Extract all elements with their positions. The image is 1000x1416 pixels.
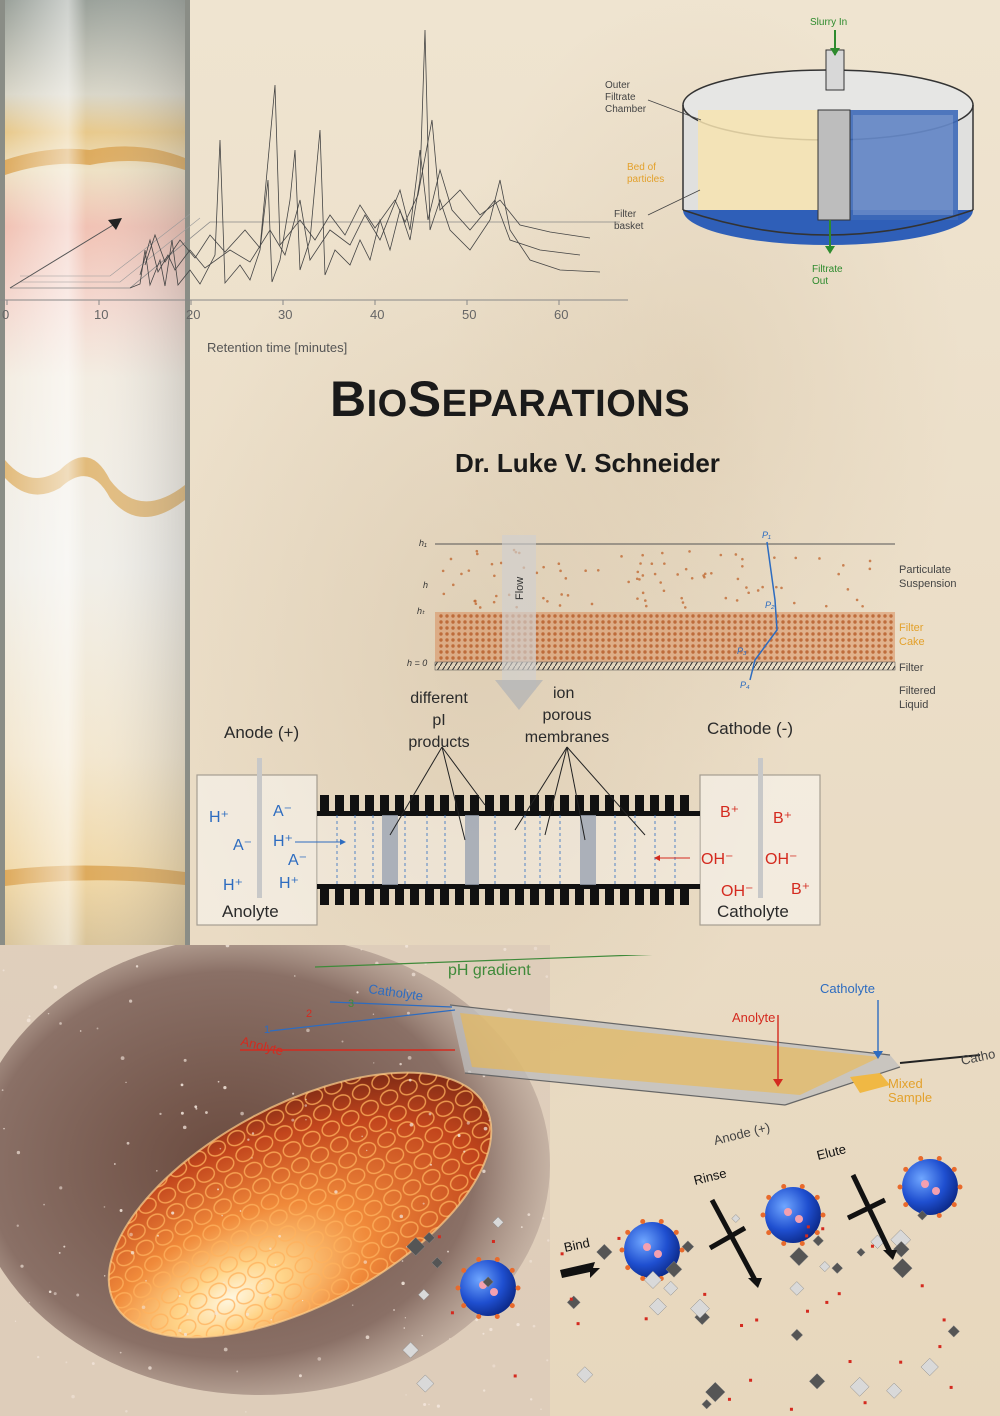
affinity-bead bbox=[624, 1222, 680, 1278]
affinity-bead bbox=[765, 1187, 821, 1243]
filter-basket-line2: basket bbox=[614, 221, 644, 232]
anolyte-left-label: Anolyte bbox=[240, 1033, 285, 1058]
pressure-curve bbox=[749, 541, 778, 681]
filtrate-arrow-icon bbox=[825, 246, 835, 254]
filter-layer bbox=[434, 661, 896, 671]
catholyte-inlet-icon bbox=[873, 1051, 883, 1059]
cathode-ion-2: B⁺ bbox=[773, 810, 792, 827]
chromatogram-tick-label: 60 bbox=[554, 307, 568, 322]
filtration-diagram: Flow h₁ h hₜ h = 0 P₁ P₂ P₃ P₄ Particula… bbox=[407, 530, 957, 711]
filtered-liquid-line2: Liquid bbox=[899, 699, 928, 711]
filter-basket-line1: Filter bbox=[614, 209, 637, 220]
outer-filtrate-line3: Chamber bbox=[605, 104, 647, 115]
rinse-arrow-icon bbox=[748, 1278, 762, 1288]
h0-label: h = 0 bbox=[407, 658, 427, 668]
bind-arrow-icon bbox=[560, 1262, 600, 1278]
h-label: h bbox=[423, 580, 428, 590]
affinity-capture-diagram: Bind Rinse Elute bbox=[402, 1141, 963, 1411]
cathode-ion-6: B⁺ bbox=[791, 881, 810, 898]
cathode-ion-1: B⁺ bbox=[720, 804, 739, 821]
elute-arrow-icon bbox=[883, 1250, 897, 1260]
suspension-line2: Suspension bbox=[899, 578, 957, 590]
h1-label: h₁ bbox=[419, 538, 427, 548]
bed-of-particles-line2: particles bbox=[627, 174, 664, 185]
catholyte-left-label: Catholyte bbox=[368, 981, 424, 1003]
pi-band-1 bbox=[382, 815, 398, 885]
anode-ion-3: A⁻ bbox=[233, 837, 252, 854]
elute-label: Elute bbox=[815, 1141, 847, 1163]
outlet-3-label: 3 bbox=[348, 998, 354, 1010]
anode-ion-7: H⁺ bbox=[279, 875, 299, 892]
cathode-label: Cathode (-) bbox=[707, 719, 793, 738]
cathode-ion-4: OH⁻ bbox=[765, 851, 797, 868]
anode-ion-6: H⁺ bbox=[223, 877, 243, 894]
filter-label: Filter bbox=[899, 662, 924, 674]
outlet-2-label: 2 bbox=[306, 1008, 312, 1020]
catholyte-right-label: Catholyte bbox=[820, 981, 875, 996]
p2-label: P₂ bbox=[765, 600, 775, 610]
mixed-sample-line2: Sample bbox=[888, 1090, 932, 1105]
anode-ion-5: A⁻ bbox=[288, 852, 307, 869]
mixed-sample-line1: Mixed bbox=[888, 1076, 923, 1091]
chromatogram-chart: 0 10 20 30 40 50 60 Retention time [minutes] bbox=[0, 29, 628, 355]
anolyte-inlet-icon bbox=[773, 1079, 783, 1087]
affinity-bead bbox=[902, 1159, 958, 1215]
isoelectric-cell-diagram: H⁺ A⁻ A⁻ H⁺ A⁻ H⁺ H⁺ B⁺ B⁺ OH⁻ OH⁻ OH⁻ B… bbox=[196, 746, 821, 926]
flow-label: Flow bbox=[514, 577, 526, 600]
anolyte-top-label: Anolyte bbox=[732, 1010, 775, 1025]
chromatogram-tick-label: 30 bbox=[278, 307, 292, 322]
catholyte-label: Catholyte bbox=[717, 902, 789, 921]
filtrate-out-line1: Filtrate bbox=[812, 264, 843, 275]
chromatogram-tick-label: 20 bbox=[186, 307, 200, 322]
chromatogram-tick-label: 0 bbox=[2, 307, 9, 322]
filtered-liquid-line1: Filtered bbox=[899, 685, 936, 697]
p1-label: P₁ bbox=[762, 530, 771, 540]
outer-filtrate-line2: Filtrate bbox=[605, 92, 636, 103]
pi-band-2 bbox=[465, 815, 479, 885]
chromatogram-tick-label: 10 bbox=[94, 307, 108, 322]
anode-electrode bbox=[257, 758, 262, 898]
cake-line1: Filter bbox=[899, 622, 924, 634]
mixed-sample-arrow-icon bbox=[850, 1073, 890, 1093]
outlet-1-label: 1 bbox=[264, 1024, 270, 1036]
filtrate-out-line2: Out bbox=[812, 276, 828, 287]
cake-line2: Cake bbox=[899, 636, 925, 648]
book-author: Dr. Luke V. Schneider bbox=[455, 448, 720, 478]
anolyte-label: Anolyte bbox=[222, 902, 279, 921]
rinse-label: Rinse bbox=[692, 1165, 728, 1188]
flow-arrow-icon bbox=[495, 680, 543, 710]
outer-filtrate-line1: Outer bbox=[605, 80, 631, 91]
cathode-electrode bbox=[758, 758, 763, 898]
chromatogram-xlabel: Retention time [minutes] bbox=[207, 340, 347, 355]
chromatogram-tick-label: 50 bbox=[462, 307, 476, 322]
axis-arrow-icon bbox=[108, 218, 122, 230]
cathode-ion-3: OH⁻ bbox=[701, 851, 733, 868]
anode-label: Anode (+) bbox=[224, 723, 300, 742]
cathode-ion-5: OH⁻ bbox=[721, 883, 753, 900]
anode-ion-1: H⁺ bbox=[209, 809, 229, 826]
suspension-line1: Particulate bbox=[899, 564, 951, 576]
bed-of-particles-line1: Bed of bbox=[627, 162, 656, 173]
anode-ion-2: A⁻ bbox=[273, 803, 292, 820]
ph-gradient-label: pH gradient bbox=[448, 962, 531, 979]
slurry-arrow-icon bbox=[830, 48, 840, 56]
chromatogram-tick-label: 40 bbox=[370, 307, 384, 322]
book-title: BIOSEPARATIONS bbox=[330, 371, 691, 427]
slurry-in-label: Slurry In bbox=[810, 17, 847, 28]
affinity-bead bbox=[460, 1260, 516, 1316]
bind-label: Bind bbox=[563, 1235, 592, 1255]
p3-label: P₃ bbox=[737, 646, 747, 656]
p4-label: P₄ bbox=[740, 680, 750, 690]
chromatography-column-photo bbox=[0, 0, 190, 945]
cathode-right-label: Catho bbox=[960, 1046, 997, 1068]
centrifuge-diagram: Slurry In Outer Filtrate Chamber Bed of … bbox=[605, 17, 974, 287]
hc-label: hₜ bbox=[417, 606, 425, 616]
anode-ion-4: H⁺ bbox=[273, 833, 293, 850]
free-flow-electrophoresis-diagram: pH gradient Catholyte Catholyte Anolyte … bbox=[240, 955, 997, 1148]
